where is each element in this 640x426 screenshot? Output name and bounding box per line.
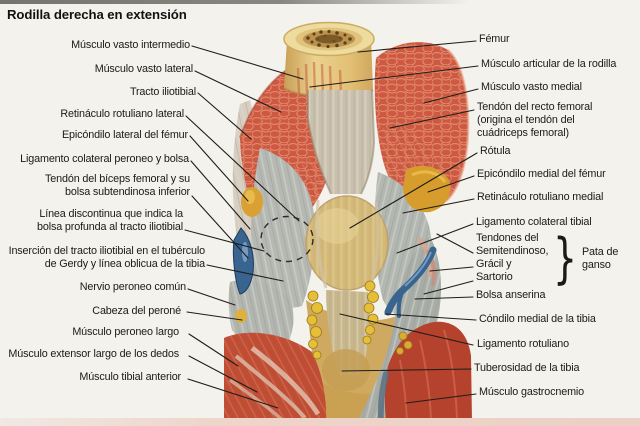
label-cabeza-del-perone: Cabeza del peroné bbox=[92, 305, 181, 317]
label-musculo-gastrocnemio: Músculo gastrocnemio bbox=[479, 386, 585, 398]
lateral-epicondyle-fat bbox=[241, 187, 263, 217]
bone-marrow-speckles bbox=[306, 29, 352, 49]
label-retinaculo-rotuliano-medial: Retináculo rotuliano medial bbox=[477, 191, 604, 203]
label-epicondilo-medial-femur: Epicóndilo medial del fémur bbox=[477, 168, 606, 180]
label-retinaculo-rotuliano-lateral: Retináculo rotuliano lateral bbox=[60, 108, 184, 120]
label-nervio-peroneo-comun: Nervio peroneo común bbox=[79, 281, 186, 293]
quadriceps-tendon bbox=[307, 89, 376, 195]
fat-globules-left bbox=[306, 290, 323, 360]
label-ligamento-colateral-peroneo: Ligamento colateral peroneo y bolsa bbox=[20, 153, 189, 165]
label-condilo-medial-tibia: Cóndilo medial de la tibia bbox=[479, 313, 596, 325]
label-musculo-peroneo-largo: Músculo peroneo largo bbox=[72, 326, 179, 338]
patella bbox=[305, 195, 389, 291]
label-musculo-vasto-lateral: Músculo vasto lateral bbox=[94, 63, 193, 75]
label-pata-de-ganso: Pata de ganso bbox=[582, 246, 619, 271]
plate-title: Rodilla derecha en extensión bbox=[7, 7, 187, 22]
fibular-head bbox=[228, 280, 294, 349]
vastus-medialis-muscle bbox=[374, 42, 470, 205]
label-rotula: Rótula bbox=[480, 145, 511, 157]
label-insercion-tracto-iliotibial: Inserción del tracto iliotibial en el tu… bbox=[8, 245, 206, 270]
label-linea-discontinua-bolsa: Línea discontinua que indica la bolsa pr… bbox=[37, 208, 183, 233]
label-bolsa-anserina: Bolsa anserina bbox=[476, 289, 546, 301]
anterior-compartment-muscles bbox=[224, 332, 327, 422]
label-ligamento-rotuliano: Ligamento rotuliano bbox=[477, 338, 569, 350]
label-musculo-extensor-largo-dedos: Músculo extensor largo de los dedos bbox=[8, 348, 179, 360]
leader-lines bbox=[184, 40, 479, 409]
label-tendon-biceps-femoral: Tendón del bíceps femoral y su bolsa sub… bbox=[45, 173, 190, 198]
page-edge-strip bbox=[0, 418, 640, 426]
plantaris-tendon bbox=[377, 371, 389, 425]
label-musculo-vasto-medial: Músculo vasto medial bbox=[481, 81, 582, 93]
dashed-bursa-outline bbox=[260, 215, 314, 263]
medial-vessel-blue bbox=[384, 246, 437, 318]
pata-de-ganso-brace: } bbox=[553, 227, 578, 290]
label-ligamento-colateral-tibial: Ligamento colateral tibial bbox=[476, 216, 592, 228]
page-edge-shadow bbox=[0, 0, 470, 4]
label-musculo-tibial-anterior: Músculo tibial anterior bbox=[79, 371, 181, 383]
label-musculo-articular-rodilla: Músculo articular de la rodilla bbox=[481, 58, 617, 70]
femur-cross-section bbox=[283, 21, 375, 57]
tibial-tuberosity bbox=[322, 349, 370, 391]
femur-bone bbox=[283, 21, 375, 98]
label-tendon-recto-femoral: Tendón del recto femoral (origina el ten… bbox=[477, 101, 593, 139]
label-tendones-pata-de-ganso: Tendones del Semitendinoso, Grácil y Sar… bbox=[476, 232, 549, 283]
label-tuberosidad-tibia: Tuberosidad de la tibia bbox=[474, 362, 580, 374]
label-femur: Fémur bbox=[479, 33, 510, 45]
label-musculo-vasto-intermedio: Músculo vasto intermedio bbox=[71, 39, 190, 51]
fat-globules-right bbox=[362, 280, 413, 355]
lateral-retinaculum bbox=[250, 148, 315, 308]
label-epicondilo-lateral-femur: Epicóndilo lateral del fémur bbox=[61, 129, 188, 141]
medial-epicondyle-fat bbox=[403, 165, 451, 213]
label-tracto-iliotibial: Tracto iliotibial bbox=[129, 86, 196, 98]
